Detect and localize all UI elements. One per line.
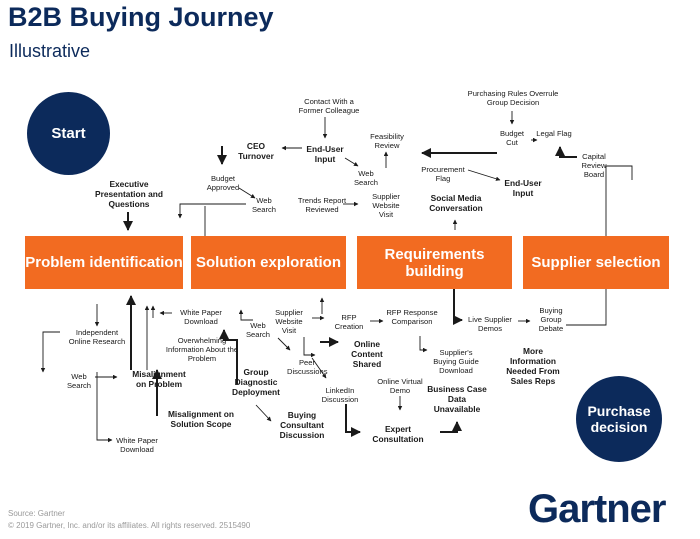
label-expert-consultation: Expert Consultation <box>372 424 424 444</box>
label-web-search-2: Web Search <box>251 196 277 214</box>
label-online-content: Online Content Shared <box>351 339 383 369</box>
line-websearch-left <box>177 203 246 219</box>
label-independent-research: Independent Online Research <box>68 328 126 346</box>
arrow-budget-websearch <box>238 187 256 199</box>
arrow-linkedin-expert <box>345 404 361 437</box>
label-web-search-mid: Web Search <box>245 321 271 339</box>
label-end-user-input-2: End-User Input <box>504 178 542 198</box>
arrow-enduser-websearch <box>344 157 359 167</box>
label-more-info: More Information Needed From Sales Reps <box>506 346 560 386</box>
arrow-procurement-enduser <box>467 169 501 181</box>
label-supplier-visit-top: Supplier Website Visit <box>372 192 400 219</box>
label-capital-review: Capital Review Board <box>581 152 607 179</box>
label-overwhelming-info: Overwhelming Information About the Probl… <box>165 336 239 363</box>
label-legal-flag: Legal Flag <box>536 129 572 138</box>
label-buying-group-debate: Buying Group Debate <box>538 306 564 333</box>
label-rfp-response: RFP Response Comparison <box>386 308 438 326</box>
label-business-case: Business Case Data Unavailable <box>427 384 487 414</box>
label-trends-report: Trends Report Reviewed <box>297 196 347 214</box>
purchase-decision-circle: Purchase decision <box>576 376 662 462</box>
label-end-user-input-1: End-User Input <box>306 144 344 164</box>
stage-problem-identification: Problem identification <box>25 236 183 289</box>
label-suppliers-guide: Supplier's Buying Guide Download <box>433 348 479 375</box>
label-misalignment-solution: Misalignment on Solution Scope <box>167 409 235 429</box>
label-rfp-creation: RFP Creation <box>334 313 364 331</box>
arrow-capital-legal <box>555 146 577 158</box>
label-white-paper-bottom: White Paper Download <box>116 436 158 454</box>
arrow-research-whitepaper <box>96 372 113 443</box>
label-web-search-bottom-left: Web Search <box>66 372 92 390</box>
label-linkedin: LinkedIn Discussion <box>321 386 359 404</box>
label-purchasing-rules: Purchasing Rules Overrule Group Decision <box>467 89 559 107</box>
label-social-media: Social Media Conversation <box>429 193 483 213</box>
stage-supplier-selection: Supplier selection <box>523 236 669 289</box>
line-supplier-bottom <box>566 289 607 326</box>
arrow-group-consultant <box>255 404 272 422</box>
line-supplier-right <box>605 165 633 236</box>
label-live-demos: Live Supplier Demos <box>468 315 512 333</box>
label-buying-consultant: Buying Consultant Discussion <box>279 410 325 440</box>
label-ceo-turnover: CEO Turnover <box>238 141 274 161</box>
page-title: B2B Buying Journey <box>8 2 274 32</box>
arrow-group-up <box>219 329 238 384</box>
start-circle: Start <box>27 92 110 175</box>
label-budget-approved: Budget Approved <box>206 174 240 192</box>
label-misalignment-problem: Misalignment on Problem <box>132 369 186 389</box>
gartner-logo: Gartner <box>528 487 666 531</box>
label-online-demo: Online Virtual Demo <box>377 377 423 395</box>
label-peer-discussions: Peer Discussions <box>287 358 328 376</box>
label-exec-presentation: Executive Presentation and Questions <box>95 179 163 209</box>
label-contact: Contact With a Former Colleague <box>298 97 360 115</box>
arrow-web-peer <box>277 337 291 351</box>
arrow-supplier-content <box>303 337 316 358</box>
label-procurement-flag: Procurement Flag <box>421 165 465 183</box>
label-budget-cut: Budget Cut <box>499 129 525 147</box>
page-subtitle: Illustrative <box>9 41 91 61</box>
label-white-paper-mid: White Paper Download <box>180 308 222 326</box>
arrow-expert-business <box>440 421 462 433</box>
arrow-websearch-whitepaper <box>238 309 253 321</box>
label-supplier-visit-mid: Supplier Website Visit <box>275 308 303 335</box>
label-feasibility-review: Feasibility Review <box>370 132 404 150</box>
footer-source: Source: Gartner <box>8 509 65 518</box>
arrow-research-websearch <box>40 331 60 373</box>
stage-solution-exploration: Solution exploration <box>191 236 346 289</box>
stage-requirements-building: Requirements building <box>357 236 512 289</box>
label-web-search-top: Web Search <box>353 169 379 187</box>
arrow-peer-linkedin <box>311 357 327 379</box>
arrow-response-livedemo <box>453 289 463 325</box>
footer-copyright: © 2019 Gartner, Inc. and/or its affiliat… <box>8 521 251 530</box>
arrow-response-guide <box>419 336 428 353</box>
label-group-diagnostic: Group Diagnostic Deployment <box>232 367 280 397</box>
